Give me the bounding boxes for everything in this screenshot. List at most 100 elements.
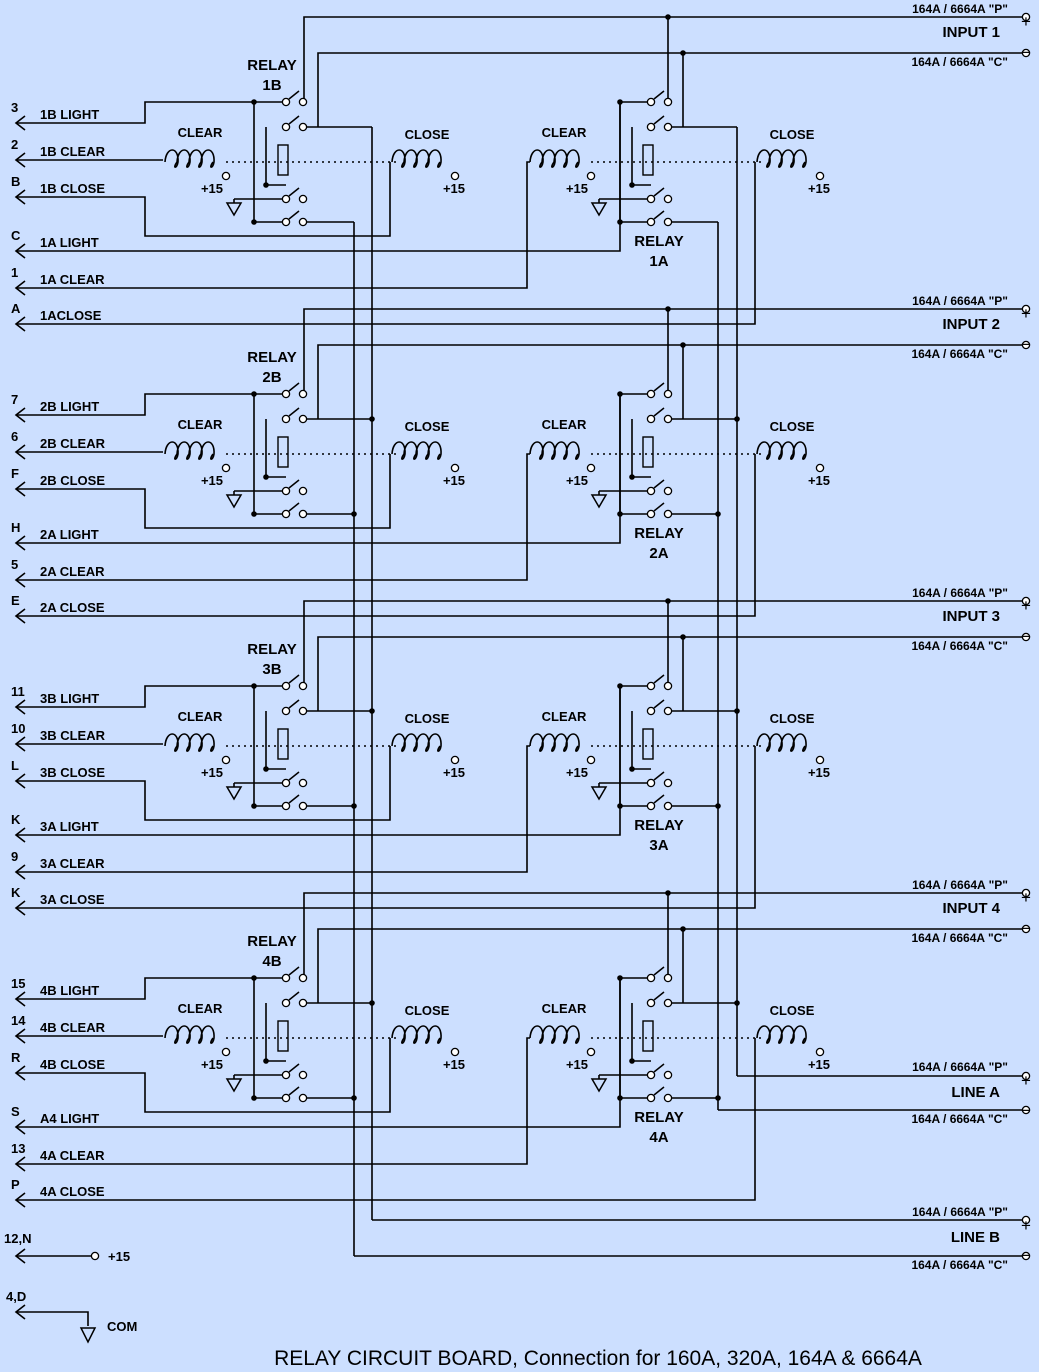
contact-terminal: [1021, 924, 1031, 934]
junction-dot: [734, 1000, 740, 1006]
contact-terminal: [1021, 632, 1031, 642]
junction-dot: [369, 1000, 375, 1006]
junction-dot: [263, 766, 269, 772]
contact-terminal: [663, 998, 673, 1008]
terminal-label: 4B CLOSE: [40, 1057, 105, 1072]
junction-dot: [251, 1095, 257, 1101]
contact-terminal: [663, 509, 673, 519]
contact-blade: [653, 187, 665, 197]
relay-coil-box: [642, 144, 654, 176]
coil-icon: [391, 149, 442, 169]
coil-icon: [391, 441, 442, 461]
terminal-label: 2A LIGHT: [40, 527, 99, 542]
relay-id: 4A: [649, 1129, 668, 1146]
coil-icon: [529, 733, 580, 753]
contact-blade: [653, 1063, 665, 1073]
contact-terminal: [1021, 596, 1031, 606]
terminal-label: A4 LIGHT: [40, 1111, 99, 1126]
common-arrow-icon: [14, 1304, 26, 1320]
terminal-pin: B: [11, 174, 20, 189]
relay-id: 3B: [262, 661, 281, 678]
contact-blade: [288, 674, 300, 684]
terminal-c-label: 164A / 6664A "C": [911, 1258, 1008, 1272]
contact-blade: [653, 407, 665, 417]
coil-label: CLOSE: [770, 711, 815, 726]
contact-blade: [653, 771, 665, 781]
terminal-arrow-icon: [14, 1119, 26, 1135]
terminal-pin: R: [11, 1050, 21, 1065]
terminal-c-label: 164A / 6664A "C": [911, 347, 1008, 361]
terminal-arrow-icon: [14, 736, 26, 752]
light-wire: [16, 685, 285, 708]
ground-icon: [225, 202, 243, 217]
contact-terminal: [663, 217, 673, 227]
junction-dot: [251, 683, 257, 689]
input-positive-wire: [303, 892, 1022, 978]
terminal-pin: 2: [11, 137, 18, 152]
junction-dot: [665, 890, 671, 896]
plus-sign: +: [1021, 888, 1031, 907]
coil-icon: [756, 149, 807, 169]
contact-blade: [288, 771, 300, 781]
common-pin: 4,D: [6, 1289, 26, 1304]
junction-dot: [734, 708, 740, 714]
junction-dot: [369, 708, 375, 714]
relay-label: RELAY: [634, 817, 683, 834]
contact-terminal: [281, 122, 291, 132]
junction-dot: [617, 683, 623, 689]
relay-label: RELAY: [634, 1109, 683, 1126]
supply-label: +15: [201, 765, 223, 780]
coil-icon: [164, 1025, 215, 1045]
contact-terminal: [663, 973, 673, 983]
coil-icon: [756, 441, 807, 461]
contact-terminal: [221, 1047, 231, 1057]
coil-label: CLEAR: [178, 125, 223, 140]
line-label: LINE B: [951, 1229, 1000, 1246]
contact-terminal: [646, 801, 656, 811]
junction-dot: [665, 14, 671, 20]
terminal-label: 2B LIGHT: [40, 399, 99, 414]
junction-dot: [680, 634, 686, 640]
contact-terminal: [450, 171, 460, 181]
junction-dot: [251, 803, 257, 809]
relay-label: RELAY: [247, 57, 296, 74]
terminal-arrow-icon: [14, 243, 26, 259]
contact-terminal: [646, 389, 656, 399]
junction-dot: [715, 1095, 721, 1101]
terminal-pin: 13: [11, 1141, 25, 1156]
coil-icon: [391, 733, 442, 753]
relay-coil-box: [642, 728, 654, 760]
clear-wire: [16, 1037, 530, 1165]
contact-terminal: [663, 414, 673, 424]
coil-label: CLOSE: [770, 127, 815, 142]
supply-label: +15: [566, 473, 588, 488]
coil-label: CLOSE: [405, 419, 450, 434]
plus-sign: +: [1021, 304, 1031, 323]
junction-dot: [715, 511, 721, 517]
terminal-label: 3B CLEAR: [40, 728, 106, 743]
supply-label: +15: [566, 765, 588, 780]
contact-terminal: [1021, 1215, 1031, 1225]
junction-dot: [251, 391, 257, 397]
contact-terminal: [646, 509, 656, 519]
ground-icon: [225, 1078, 243, 1093]
terminal-pin: 14: [11, 1013, 26, 1028]
contact-terminal: [586, 171, 596, 181]
contact-blade: [653, 991, 665, 1001]
terminal-arrow-icon: [14, 1028, 26, 1044]
contact-terminal: [281, 97, 291, 107]
close-wire: [16, 162, 391, 237]
contact-terminal: [298, 217, 308, 227]
plus-sign: +: [1021, 1216, 1031, 1235]
junction-dot: [263, 474, 269, 480]
contact-terminal: [1021, 1105, 1031, 1115]
terminal-p-label: 164A / 6664A "P": [912, 1205, 1008, 1219]
terminal-pin: C: [11, 228, 21, 243]
light-wire: [16, 393, 285, 416]
terminal-p-label: 164A / 6664A "P": [912, 1060, 1008, 1074]
ground-icon: [225, 494, 243, 509]
contact-terminal: [221, 171, 231, 181]
contact-terminal: [815, 463, 825, 473]
contact-blade: [288, 1063, 300, 1073]
terminal-label: 3A CLEAR: [40, 856, 105, 871]
